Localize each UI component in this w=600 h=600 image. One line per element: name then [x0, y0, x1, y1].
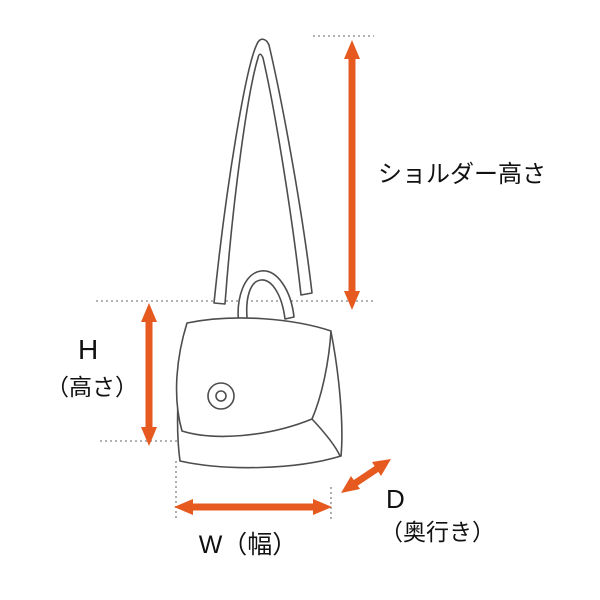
top-handle — [237, 270, 295, 328]
height-symbol-label: H — [78, 334, 98, 365]
depth-name-label: （奥行き） — [380, 519, 495, 545]
arrow-head-up — [141, 303, 157, 322]
arrow-head-down — [141, 427, 157, 446]
arrow-head-lower-left — [341, 476, 360, 493]
arrow-head-right — [313, 499, 332, 515]
shoulder-height-arrow — [344, 40, 360, 310]
arrow-head-up — [344, 40, 360, 59]
dimension-labels: ショルダー高さ H （高さ） W（幅） D （奥行き） — [46, 161, 546, 559]
height-name-label: （高さ） — [46, 374, 138, 400]
arrow-head-upper-right — [372, 459, 391, 476]
bag-drawing — [175, 38, 343, 469]
width-arrow — [174, 499, 332, 515]
clasp-button-inner — [215, 390, 227, 402]
arrow-head-down — [344, 291, 360, 310]
width-label: W（幅） — [199, 531, 298, 559]
guide-lines — [96, 35, 374, 519]
shoulder-height-label: ショルダー高さ — [378, 161, 546, 188]
bag-front-right-edge — [311, 418, 341, 457]
arrow-head-left — [174, 499, 193, 515]
height-arrow — [141, 303, 157, 446]
depth-arrow — [341, 459, 391, 493]
shoulder-strap — [213, 38, 313, 305]
bag-flap — [175, 317, 332, 438]
arrow-shaft — [352, 465, 380, 487]
depth-symbol-label: D — [386, 484, 405, 514]
